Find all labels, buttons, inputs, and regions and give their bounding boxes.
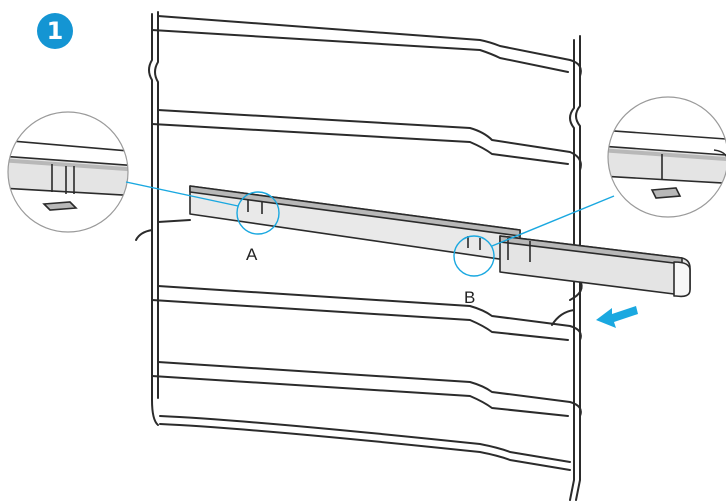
callout-label-b: B bbox=[464, 288, 476, 307]
detail-magnifier-b bbox=[607, 96, 726, 218]
pull-out-arrow-icon bbox=[596, 306, 638, 328]
detail-magnifier-a bbox=[7, 111, 129, 233]
step-number-badge: 1 bbox=[37, 13, 73, 49]
callout-leaders bbox=[125, 181, 615, 277]
callout-label-a: A bbox=[246, 245, 258, 264]
telescopic-rail bbox=[189, 185, 691, 298]
wire-rack-frame bbox=[135, 11, 583, 501]
